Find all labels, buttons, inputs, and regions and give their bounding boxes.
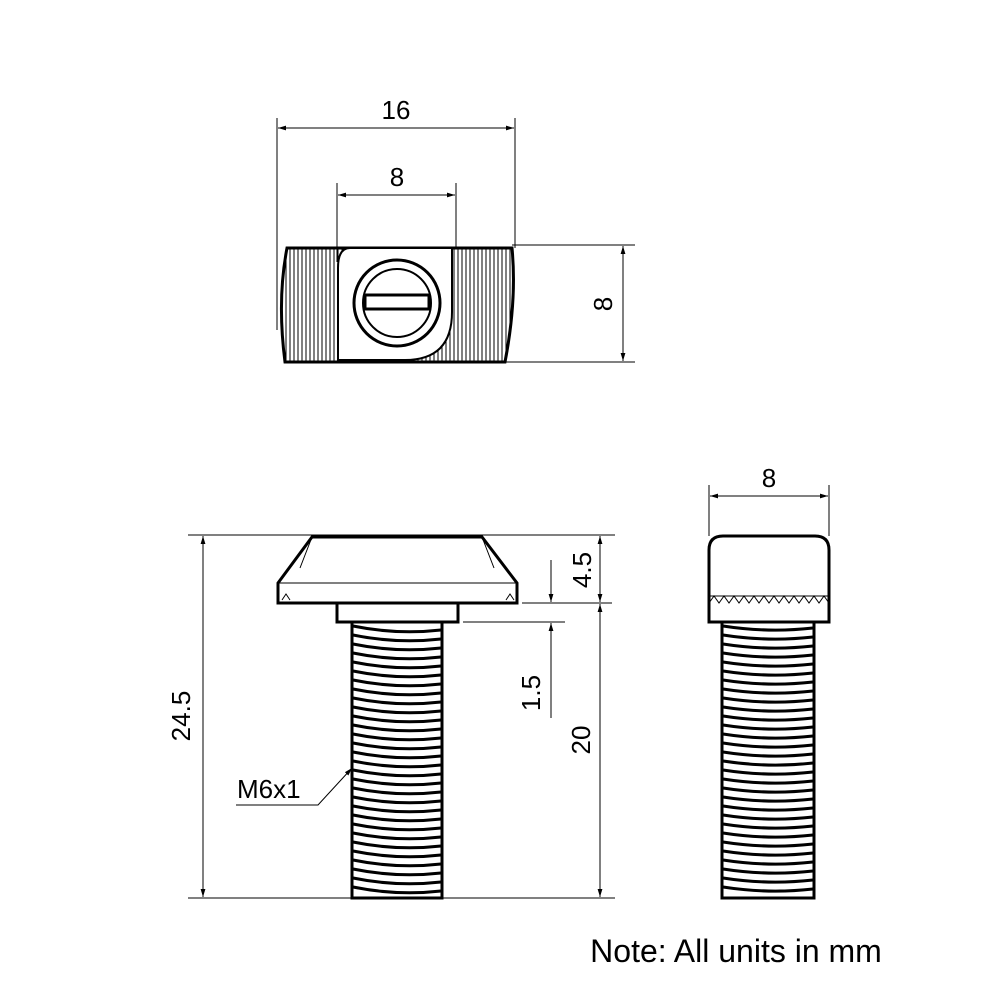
thread-lines — [352, 624, 442, 895]
bolt-collar — [335, 601, 460, 624]
dim-end-8-label: 8 — [762, 463, 776, 493]
thread-label: M6x1 — [237, 774, 301, 804]
bolt-head — [276, 535, 519, 605]
dim-24-5-label: 24.5 — [166, 691, 196, 742]
side-view: 24.5 4.5 1.5 20 M6x1 — [166, 534, 615, 900]
dim-4-5-label: 4.5 — [567, 552, 597, 588]
end-head — [707, 534, 831, 624]
dim-16-label: 16 — [382, 95, 411, 125]
end-view: 8 — [707, 463, 831, 900]
dim-height: 8 — [505, 244, 635, 363]
dim-20-label: 20 — [566, 726, 596, 755]
screw-slot — [363, 293, 431, 311]
dim-head-height: 4.5 — [522, 536, 612, 604]
screw-head-top — [337, 247, 453, 361]
dim-total-length: 24.5 — [166, 534, 615, 899]
bolt-thread — [350, 620, 444, 900]
dim-8-inner-label: 8 — [390, 162, 404, 192]
dim-thread-length: 20 — [566, 604, 603, 897]
dim-overall-width: 16 — [276, 95, 516, 330]
thread-callout: M6x1 — [236, 767, 353, 806]
knurl-edge — [708, 595, 830, 604]
top-view: 16 8 8 — [276, 95, 635, 364]
dim-1-5-label: 1.5 — [516, 675, 546, 711]
dim-end-width: 8 — [708, 463, 830, 536]
dim-collar: 1.5 — [463, 560, 565, 718]
dim-8-height-label: 8 — [588, 297, 618, 311]
end-thread-lines — [722, 624, 814, 893]
units-note: Note: All units in mm — [590, 933, 882, 969]
end-thread — [720, 620, 816, 900]
dim-inner-width: 8 — [336, 162, 457, 262]
